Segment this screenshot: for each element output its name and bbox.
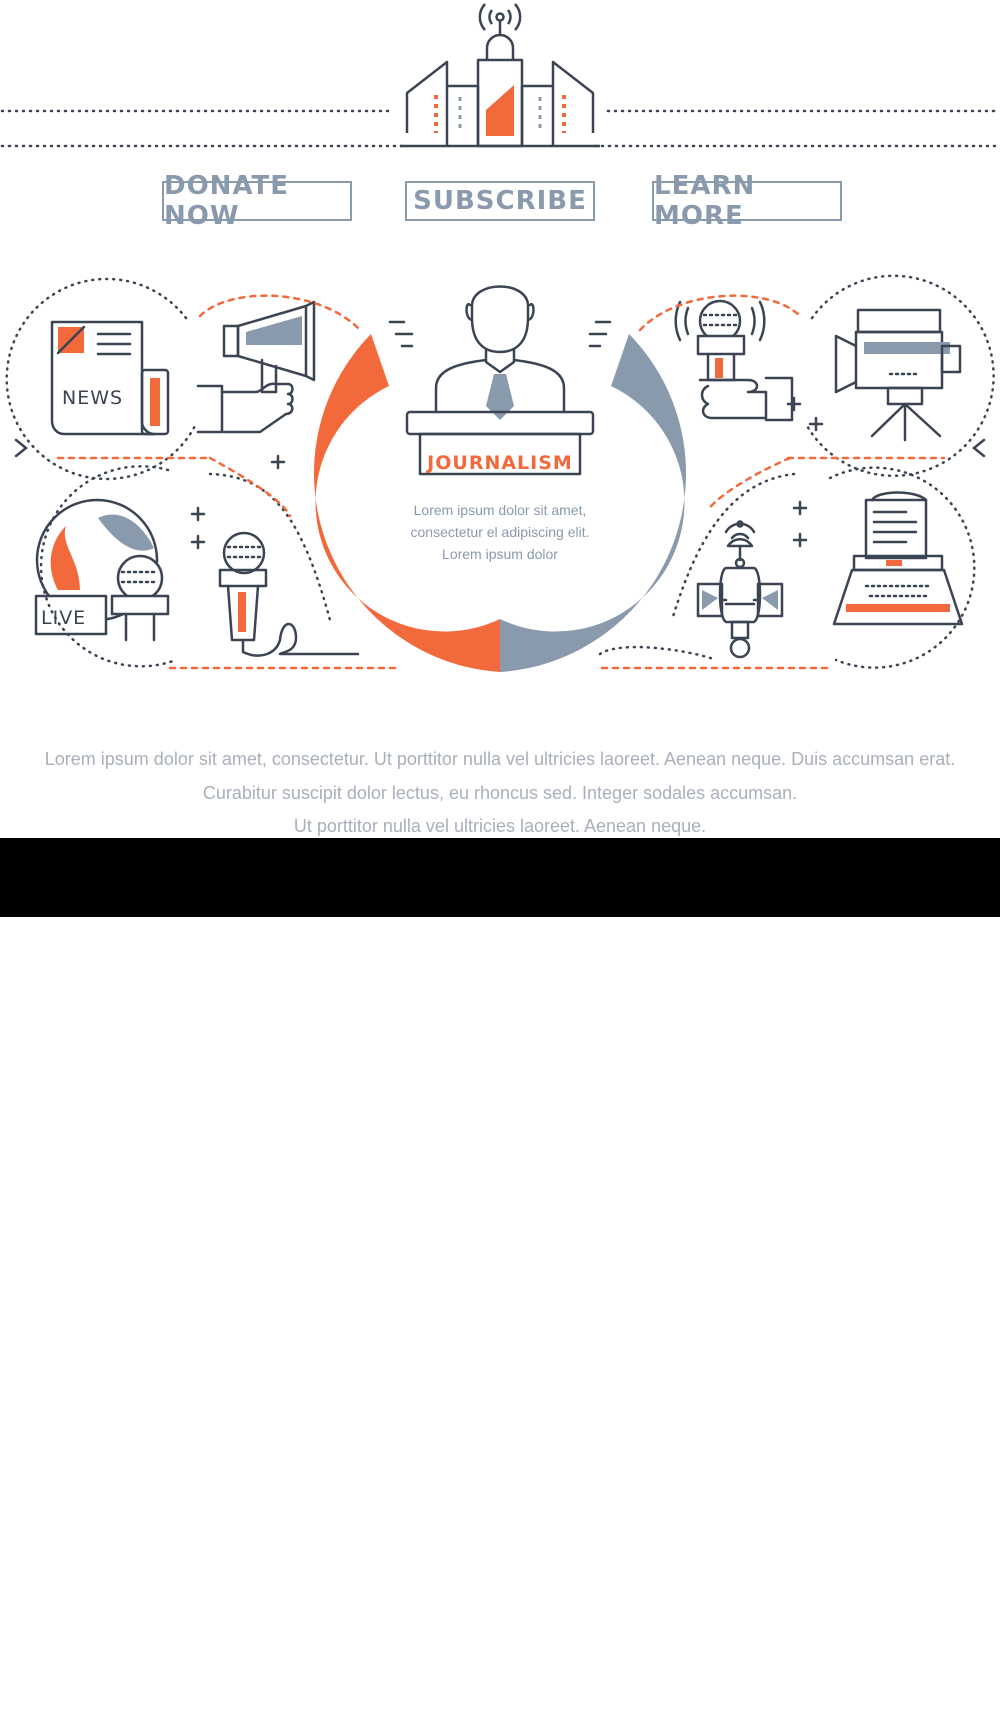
video-camera-icon [834, 308, 962, 442]
watermark-brand: VectorStock® [28, 1691, 241, 1732]
body-text-line-3: Ut porttitor nulla vel ultricies laoreet… [293, 816, 707, 836]
watermark-id: VectorStock.com/18789565 [702, 1704, 972, 1729]
newspaper-icon [50, 320, 170, 436]
subscribe-button[interactable]: SUBSCRIBE [405, 181, 595, 221]
satellite-icon [696, 520, 784, 659]
journalism-label: JOURNALISM [425, 452, 573, 474]
watermark-footer: VectorStock® VectorStock.com/18789565 [0, 838, 1000, 1732]
live-globe-icon [34, 498, 170, 642]
center-description: Lorem ipsum dolor sit amet, consectetur … [380, 499, 620, 565]
typewriter-icon [832, 491, 964, 626]
journalism-illustration: NEWS LIVE JOURNALISM [0, 3, 1000, 672]
microphone-icon [218, 531, 360, 657]
body-text-line-2: Curabitur suscipit dolor lectus, eu rhon… [202, 783, 798, 803]
body-text-line-1: Lorem ipsum dolor sit amet, consectetur.… [44, 749, 956, 769]
megaphone-icon [196, 300, 316, 434]
learn-more-button[interactable]: LEARN MORE [652, 171, 842, 231]
center-line-2: consectetur el adipiscing elit. [410, 524, 590, 540]
reporter-microphone-icon [674, 299, 794, 422]
journalist-podium-icon [388, 285, 612, 476]
center-line-3: Lorem ipsum dolor [442, 546, 558, 562]
donate-now-button[interactable]: DONATE NOW [162, 171, 352, 231]
live-label: LIVE [41, 607, 86, 629]
broadcast-building-icon [400, 3, 600, 148]
center-donut-chart [313, 334, 687, 672]
center-line-1: Lorem ipsum dolor sit amet, [413, 502, 587, 518]
news-label: NEWS [62, 387, 123, 409]
